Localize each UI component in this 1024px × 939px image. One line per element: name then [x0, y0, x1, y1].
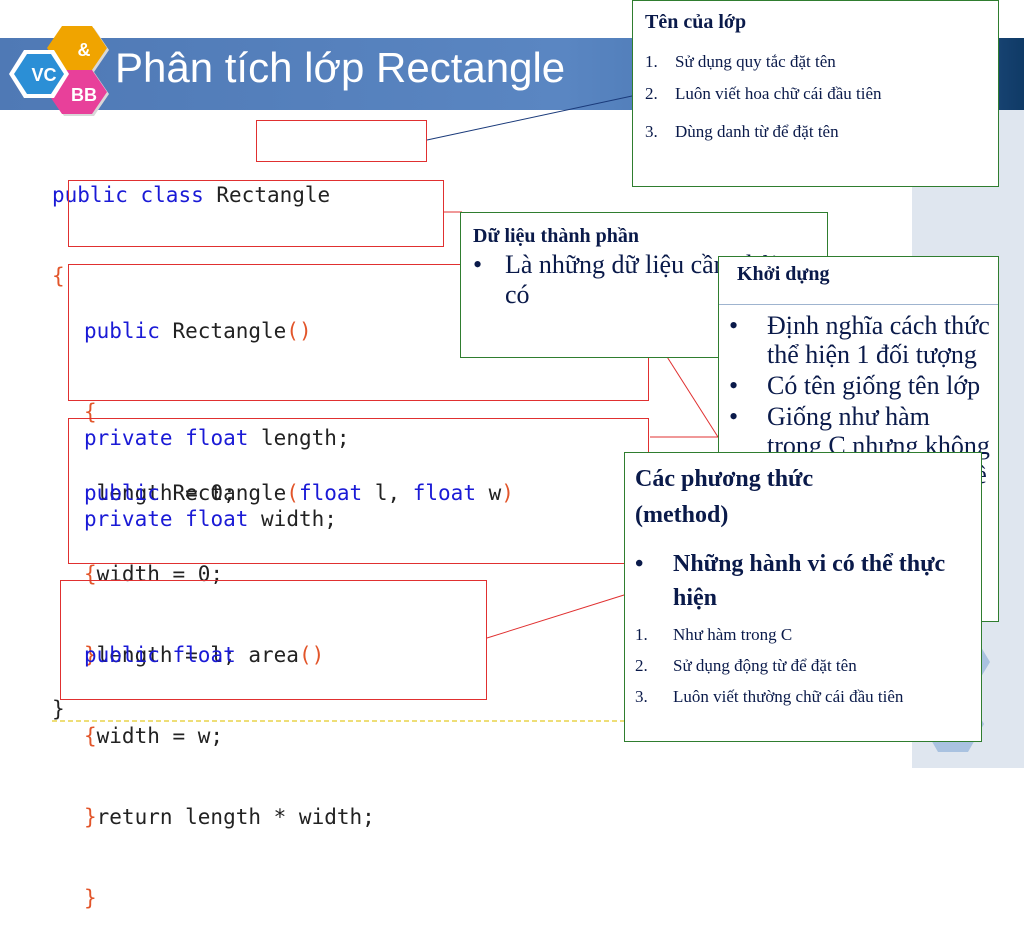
callout-constructor-heading: Khởi dựng — [737, 263, 830, 285]
slide-title: Phân tích lớp Rectangle — [115, 44, 566, 91]
list-item: •Những hành vi có thể thực hiện — [635, 551, 946, 611]
list-item: •Định nghĩa cách thức thể hiện 1 đối tượ… — [729, 311, 990, 369]
logo-left-text: VC — [31, 65, 56, 85]
code-constructor-params: public Rectangle(float l, float w) { len… — [84, 481, 514, 829]
logo: & BB VC — [9, 26, 109, 116]
page-number: 12 — [936, 718, 954, 735]
list-item: •Có tên giống tên lớp — [729, 371, 981, 400]
code-listing: public class Rectangle { private float l… — [52, 128, 350, 560]
highlight-constructor-params — [68, 418, 649, 564]
highlight-class-name — [256, 120, 427, 162]
list-item: 2.Luôn viết hoa chữ cái đầu tiên — [645, 84, 882, 103]
list-item: 3.Dùng danh từ để đặt tên — [645, 122, 839, 141]
callout-data-members-heading: Dữ liệu thành phần — [473, 225, 639, 247]
logo-bottom-text: BB — [71, 85, 97, 105]
code-field-length: private float length; — [84, 426, 350, 450]
list-item: 1.Sử dụng quy tắc đặt tên — [645, 52, 836, 71]
logo-top-text: & — [78, 40, 91, 60]
code-close-brace: } — [52, 697, 65, 721]
list-item: 1.Như hàm trong C — [635, 625, 793, 644]
divider — [719, 304, 998, 305]
code-open-brace: { — [52, 264, 65, 288]
callout-methods-heading: Các phương thức (method) — [635, 466, 814, 528]
callout-methods: Các phương thức (method) •Những hành vi … — [624, 452, 982, 742]
code-class-declaration: public class Rectangle — [52, 183, 331, 207]
list-item: 3.Luôn viết thường chữ cái đầu tiên — [635, 687, 904, 706]
code-field-width: private float width; — [84, 507, 337, 531]
highlight-fields — [68, 180, 444, 247]
callout-class-name: Tên của lớp 1.Sử dụng quy tắc đặt tên 2.… — [632, 0, 999, 187]
list-item: 2.Sử dụng động từ để đặt tên — [635, 656, 857, 675]
callout-class-name-heading: Tên của lớp — [645, 11, 747, 33]
code-constructor-default: public Rectangle() { length = 0; width =… — [84, 319, 312, 667]
highlight-method — [60, 580, 487, 700]
